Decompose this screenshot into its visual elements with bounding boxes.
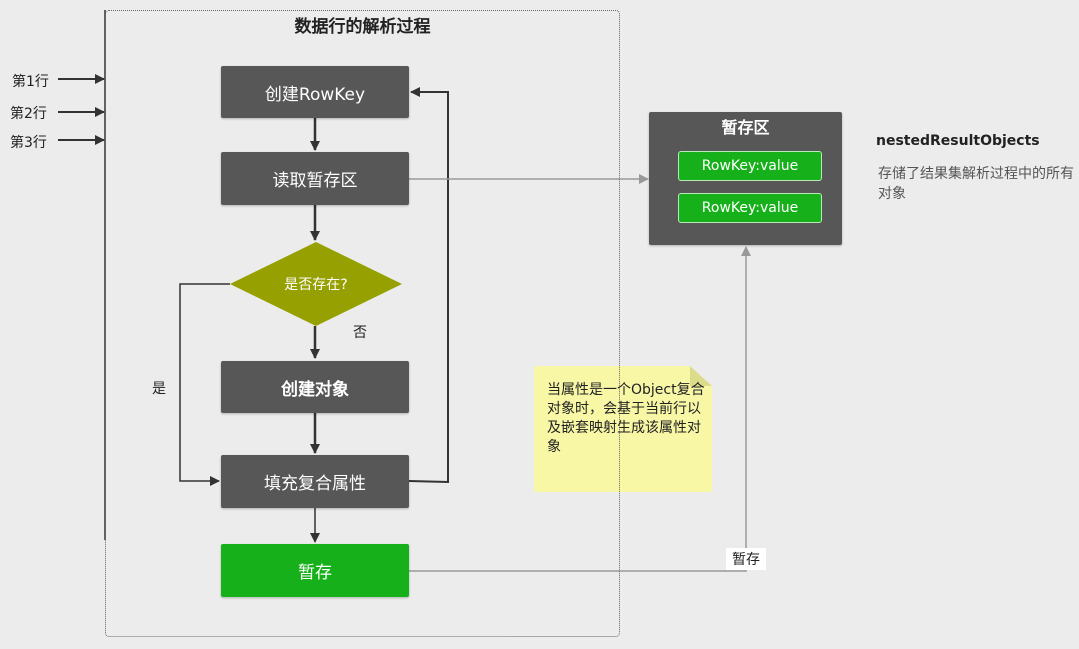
row-label-3: 第3行 [10, 135, 47, 151]
cache-entry: RowKey:value [678, 193, 822, 223]
node-fill-properties: 填充复合属性 [221, 455, 409, 508]
cache-note-description: 存储了结果集解析过程中的所有对象 [878, 166, 1074, 202]
row-label-2: 第2行 [10, 106, 47, 122]
arrow-yes-branch [179, 283, 230, 486]
node-read-cache: 读取暂存区 [221, 152, 409, 205]
sticky-note-shape [534, 366, 712, 492]
sticky-note-fold [690, 366, 712, 386]
cache-note-name: nestedResultObjects [876, 133, 1040, 149]
node-create-object: 创建对象 [221, 361, 409, 413]
sticky-note-text: 当属性是一个Object复合对象时，会基于当前行以及嵌套映射生成该属性对象 [547, 382, 705, 455]
node-store: 暂存 [221, 544, 409, 597]
decision-diamond [230, 242, 402, 326]
decision-label: 是否存在? [284, 277, 348, 293]
cache-area-title: 暂存区 [721, 118, 770, 137]
diagram-title: 数据行的解析过程 [294, 17, 431, 37]
branch-label-no: 否 [353, 325, 367, 341]
arrow-loop-back [408, 87, 449, 484]
row-label-1: 第1行 [12, 74, 49, 90]
cache-entry: RowKey:value [678, 151, 822, 181]
node-create-rowkey: 创建RowKey [221, 66, 409, 118]
parsing-frame [105, 10, 620, 637]
branch-label-yes: 是 [152, 381, 166, 397]
edge-label-store: 暂存 [726, 548, 766, 570]
arrow-store-to-cache [409, 246, 751, 572]
